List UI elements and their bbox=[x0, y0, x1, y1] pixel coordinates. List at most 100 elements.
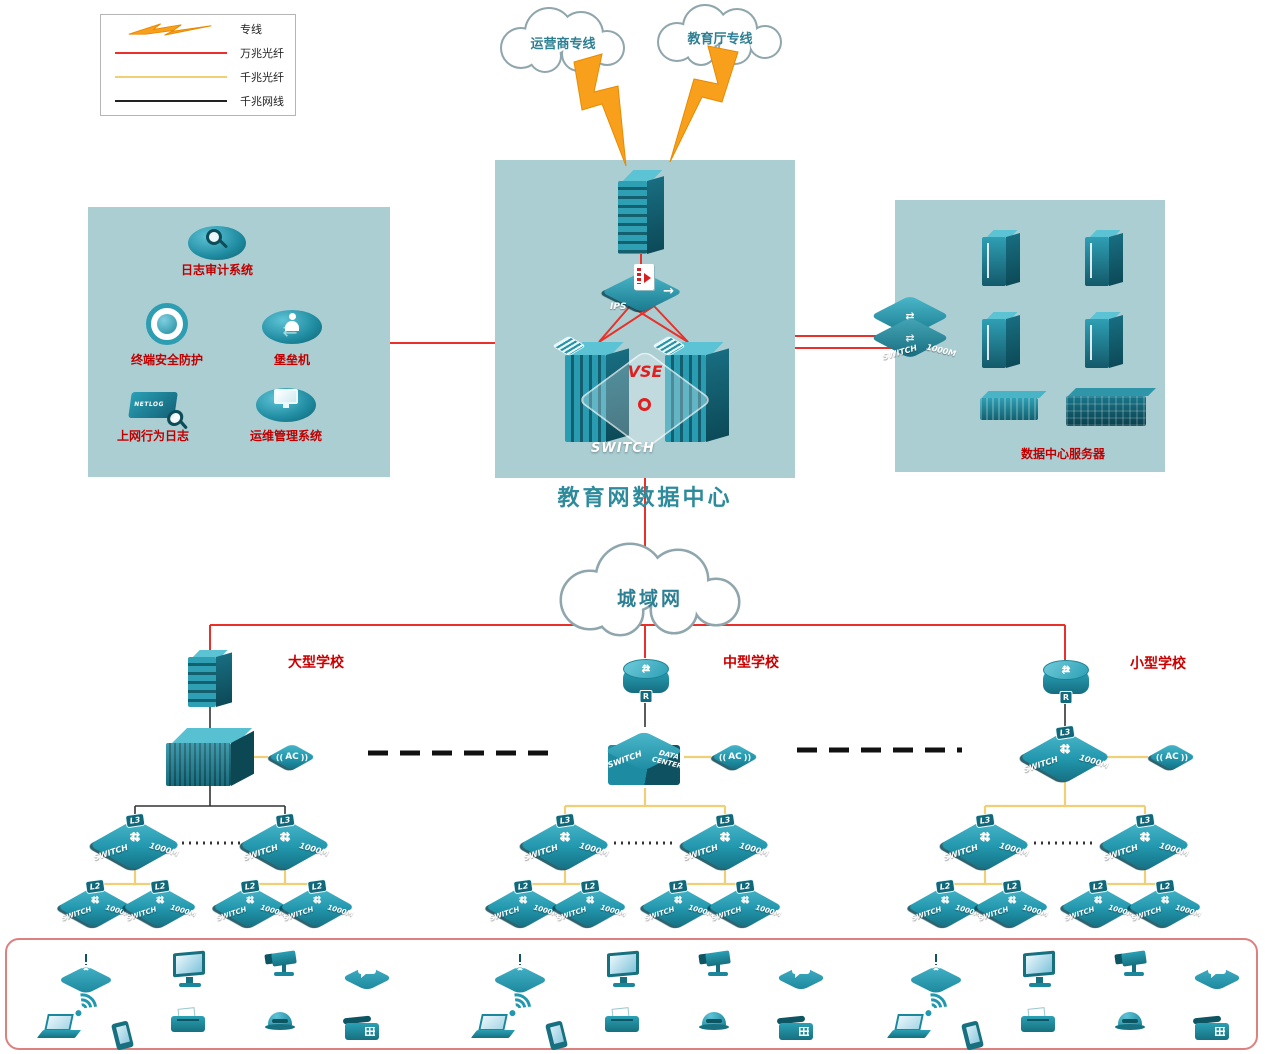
person-icon bbox=[284, 313, 300, 335]
rack-server bbox=[980, 398, 1038, 420]
smartphone-icon bbox=[960, 1020, 986, 1052]
netlog-icon-text: NETLOG bbox=[133, 401, 165, 408]
fax-phone-icon bbox=[1192, 1015, 1232, 1046]
smartphone-icon bbox=[110, 1020, 136, 1052]
access-devices-group bbox=[28, 940, 448, 1048]
wireless-ap-icon bbox=[57, 948, 115, 995]
wireless-controller-ac: AC bbox=[1147, 742, 1197, 772]
core-switch-right bbox=[652, 335, 729, 442]
ips-card-icon bbox=[634, 264, 654, 290]
internet-gateway-firewall bbox=[618, 170, 664, 254]
large-school-core-switch bbox=[166, 728, 254, 786]
yellow-line-swatch bbox=[115, 76, 227, 78]
ptz-camera-icon bbox=[260, 948, 304, 982]
medium-school-core-node: SWITCH DATA CENTER bbox=[602, 727, 686, 789]
legend-label: 千兆网线 bbox=[240, 95, 284, 108]
ops-management-label: 运维管理系统 bbox=[249, 429, 322, 443]
legend: 专线 万兆光纤 千兆光纤 千兆网线 bbox=[100, 14, 296, 116]
legend-row-dedicated: 专线 bbox=[101, 17, 295, 41]
man-cloud-label: 城域网 bbox=[616, 588, 683, 610]
vse-label: VSE bbox=[627, 362, 663, 381]
legend-label: 专线 bbox=[240, 23, 262, 36]
monitor-icon bbox=[274, 389, 298, 408]
dome-camera-icon bbox=[1114, 1010, 1146, 1038]
small-school-router: R bbox=[1041, 658, 1091, 704]
medium-school-router: R bbox=[621, 657, 671, 703]
small-school-label: 小型学校 bbox=[1130, 656, 1186, 672]
desktop-computer-icon bbox=[170, 950, 210, 992]
core-switch-left bbox=[552, 335, 629, 442]
wireless-ap-icon bbox=[491, 948, 549, 995]
bastion-host-icon bbox=[262, 310, 322, 344]
education-cloud-label: 教育厅专线 bbox=[687, 32, 753, 47]
legend-row-10g: 万兆光纤 bbox=[101, 41, 295, 65]
laptop-icon bbox=[470, 1014, 516, 1044]
wireless-controller-ac: AC bbox=[710, 742, 760, 772]
desktop-computer-icon bbox=[604, 950, 644, 992]
printer-icon bbox=[168, 1007, 208, 1040]
magnifier-icon bbox=[206, 229, 222, 245]
ips-device: IPS bbox=[600, 264, 684, 314]
blade-chassis bbox=[1066, 396, 1146, 426]
wireless-controller-ac: AC bbox=[267, 742, 317, 772]
smartphone-icon bbox=[544, 1020, 570, 1052]
messaging-icon bbox=[1191, 954, 1243, 991]
laptop-icon bbox=[886, 1014, 932, 1044]
access-devices-group bbox=[462, 940, 882, 1048]
netlog-icon: NETLOG bbox=[128, 392, 185, 426]
messaging-icon bbox=[775, 954, 827, 991]
man-cloud: 城域网 bbox=[538, 542, 762, 642]
legend-row-1g-fiber: 千兆光纤 bbox=[101, 65, 295, 89]
black-line-swatch bbox=[115, 100, 227, 102]
ptz-camera-icon bbox=[694, 948, 738, 982]
terminal-security-icon bbox=[146, 303, 188, 345]
fax-phone-icon bbox=[776, 1015, 816, 1046]
terminal-security-label: 终端安全防护 bbox=[130, 353, 203, 367]
large-school-label: 大型学校 bbox=[288, 655, 344, 671]
link-ring-icon bbox=[638, 398, 651, 411]
legend-row-1g-cable: 千兆网线 bbox=[101, 89, 295, 113]
server-zone-label: 数据中心服务器 bbox=[1020, 447, 1105, 461]
carrier-cloud-label: 运营商专线 bbox=[530, 37, 596, 52]
ptz-camera-icon bbox=[1110, 948, 1154, 982]
laptop-icon bbox=[36, 1014, 82, 1044]
stack-speed-word: 1000M bbox=[925, 342, 957, 359]
datacenter-title: 教育网数据中心 bbox=[557, 486, 733, 511]
access-devices-group bbox=[878, 940, 1265, 1048]
fax-phone-icon bbox=[342, 1015, 382, 1046]
red-line-swatch bbox=[115, 52, 227, 54]
bastion-host-label: 堡垒机 bbox=[273, 353, 310, 367]
messaging-icon bbox=[341, 954, 393, 991]
large-school-gateway bbox=[188, 650, 232, 707]
wireless-ap-icon bbox=[907, 948, 965, 995]
vsf-virtualization-overlay: VSE SWITCH bbox=[573, 338, 717, 462]
ops-management-icon bbox=[256, 388, 316, 422]
ips-label: IPS bbox=[610, 302, 627, 312]
dome-camera-icon bbox=[264, 1010, 296, 1038]
medium-school-label: 中型学校 bbox=[723, 655, 779, 671]
dome-camera-icon bbox=[698, 1010, 730, 1038]
carrier-cloud: 运营商专线 bbox=[487, 6, 639, 76]
printer-icon bbox=[602, 1007, 642, 1040]
log-audit-icon bbox=[188, 226, 246, 260]
legend-label: 千兆光纤 bbox=[240, 71, 284, 84]
magnifier-icon bbox=[166, 410, 185, 426]
desktop-computer-icon bbox=[1020, 950, 1060, 992]
printer-icon bbox=[1018, 1007, 1058, 1040]
